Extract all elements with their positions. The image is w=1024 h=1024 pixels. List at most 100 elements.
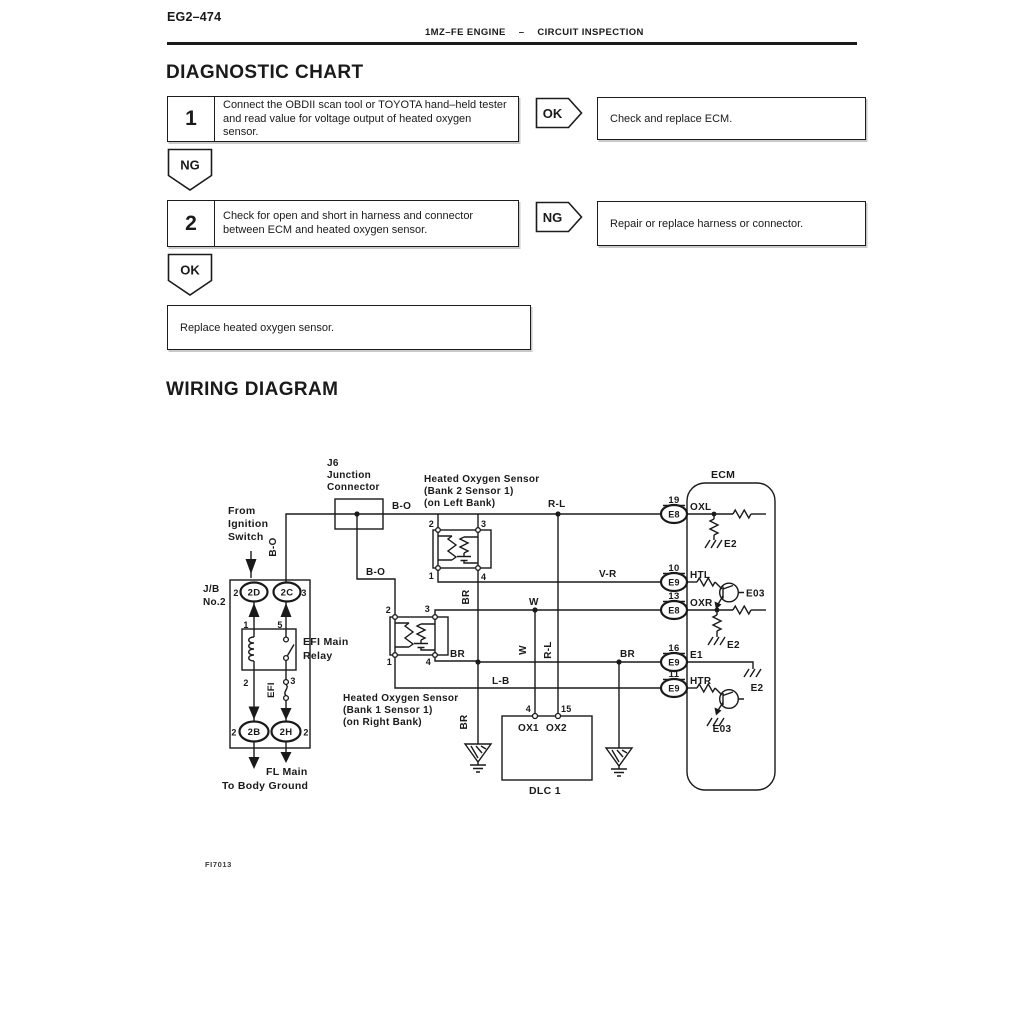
down-arrowhead-icon [248, 757, 260, 769]
transistor-body [719, 689, 740, 710]
chassis-ground-icon [707, 636, 726, 646]
sensor-pin-4: 4 [426, 657, 431, 667]
jb-label-line1: J/B [203, 584, 219, 595]
step-2-number: 2 [168, 201, 215, 246]
down-arrowhead-icon [248, 706, 260, 720]
header-rule [167, 42, 857, 45]
wire-bo-vertical [285, 513, 335, 582]
ecm-connector-label: E9 [668, 684, 680, 694]
cavity-number: 2 [233, 588, 238, 598]
wire-color-bo: B-O [268, 537, 279, 556]
ecm-terminal-e1: E1 [690, 650, 703, 661]
flowchart-step-2: 2 Check for open and short in harness an… [167, 200, 519, 247]
wire-color-vr: V-R [599, 569, 617, 580]
down-arrowhead-icon [245, 559, 257, 574]
sensor-pin-1: 1 [387, 657, 392, 667]
step-1-number: 1 [168, 97, 215, 141]
connector-2c [272, 581, 302, 603]
body-ground-label: To Body Ground [222, 780, 308, 792]
ng-label: NG [180, 158, 200, 173]
pin-terminal [475, 565, 481, 571]
resistor-icon [712, 614, 722, 632]
chassis-ground-icon [704, 539, 723, 549]
wire-bo-to-bank1 [356, 514, 396, 617]
ecm-pin-number: 11 [669, 669, 680, 680]
ground-e03-label: E03 [746, 589, 765, 600]
j6-junction-connector: J6 Junction Connector [327, 458, 384, 530]
emitter-arrowhead-icon [714, 601, 722, 610]
bank1-label-line3: (on Right Bank) [343, 717, 422, 728]
switch-contact [282, 654, 290, 662]
right-arrow-pentagon [535, 201, 583, 233]
down-arrow-pentagon [167, 253, 213, 296]
sensor-outline [389, 616, 449, 656]
step-2-text: Check for open and short in harness and … [223, 210, 474, 236]
sensor-outline [432, 529, 492, 569]
dlc-pin-4: 4 [526, 704, 531, 714]
relay-pin-1: 1 [243, 620, 248, 630]
wire-color-rl: R-L [543, 641, 554, 659]
junction-block-no2: J/B No.2 2 2D 2C 3 1 5 [203, 579, 349, 792]
ng-arrow-tag: NG [535, 201, 583, 233]
relay-coil-icon [248, 629, 255, 670]
connector-2c-label: 2C [281, 588, 294, 599]
section-name: CIRCUIT INSPECTION [537, 27, 644, 38]
jb-label-line2: No.2 [203, 597, 226, 608]
efi-main-relay: EFI Main Relay [241, 628, 349, 671]
heated-oxygen-sensor-bank1: Heated Oxygen Sensor (Bank 1 Sensor 1) (… [343, 604, 458, 728]
relay-name-line1: EFI Main [303, 636, 349, 648]
dlc-pin-15: 15 [561, 704, 572, 714]
pin-terminal [432, 614, 438, 620]
ecm-name: ECM [711, 469, 735, 481]
ignition-label-line1: From [228, 505, 255, 517]
connector-2b-label: 2B [248, 727, 261, 738]
heater-element-icon [395, 622, 415, 648]
switch-contact [282, 636, 290, 643]
pin-terminal [475, 527, 481, 533]
ng-down-tag: NG [167, 148, 213, 191]
bank2-label-line3: (on Left Bank) [424, 498, 495, 509]
ok-down-tag: OK [167, 253, 213, 296]
dlc1-connector: 4 15 OX1 OX2 DLC 1 [501, 704, 593, 797]
relay-pin-5: 5 [277, 620, 282, 630]
dlc-ox1-label: OX1 [518, 723, 539, 734]
relay-pin-3: 3 [290, 676, 295, 686]
ecm-connector-label: E8 [668, 510, 680, 520]
pin-terminal [435, 527, 441, 533]
wire-color-br: BR [461, 589, 472, 605]
right-arrow-pentagon [535, 97, 583, 129]
wire-color-rl: R-L [548, 499, 566, 510]
wire-color-bo: B-O [366, 567, 385, 578]
dlc1-outline [501, 715, 593, 781]
heater-element-icon [438, 535, 458, 561]
engine-name: 1MZ–FE ENGINE [425, 27, 506, 38]
wire-color-bo: B-O [392, 501, 411, 512]
sensor-element-icon [457, 536, 478, 564]
sensor-pin-4: 4 [481, 572, 486, 582]
sensor-pin-2: 2 [386, 605, 391, 615]
ignition-label-line3: Switch [228, 531, 264, 543]
running-header: 1MZ–FE ENGINE–CIRCUIT INSPECTION [425, 27, 644, 38]
relay-outline [241, 628, 297, 671]
dlc1-name: DLC 1 [529, 785, 561, 797]
resistor-icon [732, 509, 752, 519]
ecm-pin-number: 13 [668, 591, 679, 602]
relay-pin-2: 2 [243, 678, 248, 688]
chassis-ground-icon [743, 668, 762, 678]
sensor-element-icon [414, 623, 435, 651]
efi-fuse-icon [284, 683, 288, 697]
sensor-pin-3: 3 [425, 604, 430, 614]
up-arrowhead-icon [248, 603, 260, 617]
up-arrowhead-icon [280, 603, 292, 617]
ok-arrow-tag: OK [535, 97, 583, 129]
ecm-pin-number: 19 [668, 495, 679, 506]
result-box-1: Check and replace ECM. [597, 97, 866, 140]
sensor-pin-3: 3 [481, 519, 486, 529]
step-1-text: Connect the OBDII scan tool or TOYOTA ha… [223, 98, 507, 139]
figure-code: FI7013 [205, 860, 232, 869]
wire-lb [394, 655, 661, 689]
ecm-connector-label: E9 [668, 658, 680, 668]
down-arrowhead-icon [280, 752, 292, 763]
ecm-terminal-htr: HTR [690, 676, 712, 687]
bank2-label-line2: (Bank 2 Sensor 1) [424, 486, 514, 497]
